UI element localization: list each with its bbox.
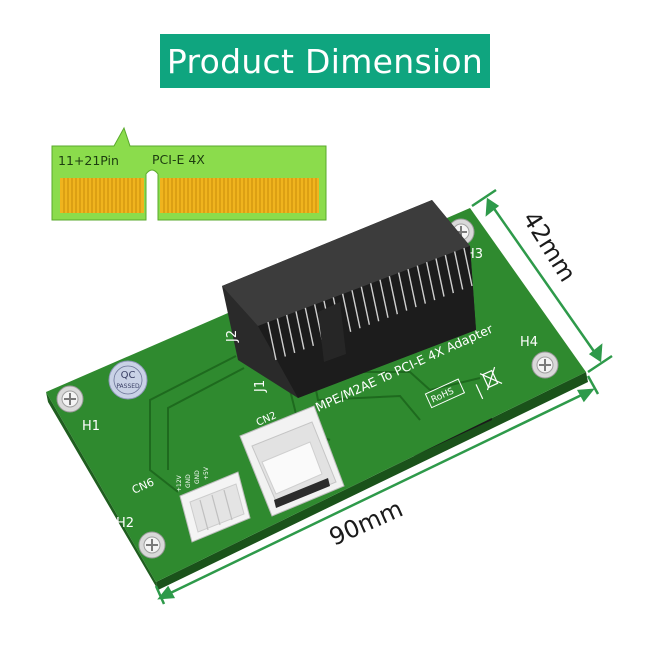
h2-label: H2 [116, 516, 134, 531]
gold-finger-inset: 11+21Pin PCI-E 4X [51, 126, 327, 221]
page-title: Product Dimension [166, 41, 484, 81]
height-dimension-label: 42mm [517, 206, 582, 286]
mounting-hole-h2: H2 [116, 516, 166, 559]
qc-passed-sticker: QC PASSED [108, 360, 148, 400]
pcie-x4-slot [222, 200, 476, 398]
pin-label-5v: +5V [203, 466, 210, 480]
width-dimension [154, 375, 600, 605]
j1-label: J1 [253, 380, 268, 393]
j2-label: J2 [225, 330, 240, 343]
power-pin-labels: +12V GND GND +5V [176, 466, 210, 492]
cn6-header [179, 471, 251, 543]
pcb-edge-bottom [156, 372, 588, 590]
pin-count-label: 11+21Pin [58, 153, 119, 168]
pin-label-gnd-2: GND [194, 470, 201, 484]
mounting-hole-h4: H4 [520, 335, 559, 379]
h4-label: H4 [520, 335, 538, 350]
height-dimension [471, 188, 613, 374]
pin-label-12v: +12V [176, 474, 183, 492]
gold-fingers-left [60, 178, 144, 213]
title-banner: Product Dimension [160, 34, 490, 88]
weee-bin-icon [475, 366, 503, 400]
h1-label: H1 [82, 419, 100, 434]
cn2-connector [239, 405, 345, 517]
pin-label-gnd-1: GND [185, 474, 192, 488]
interface-label: PCI-E 4X [152, 152, 205, 167]
passed-label: PASSED [116, 383, 140, 390]
mounting-hole-h1: H1 [56, 385, 100, 434]
pcb-edge-left [46, 392, 158, 590]
qc-label: QC [121, 370, 136, 381]
